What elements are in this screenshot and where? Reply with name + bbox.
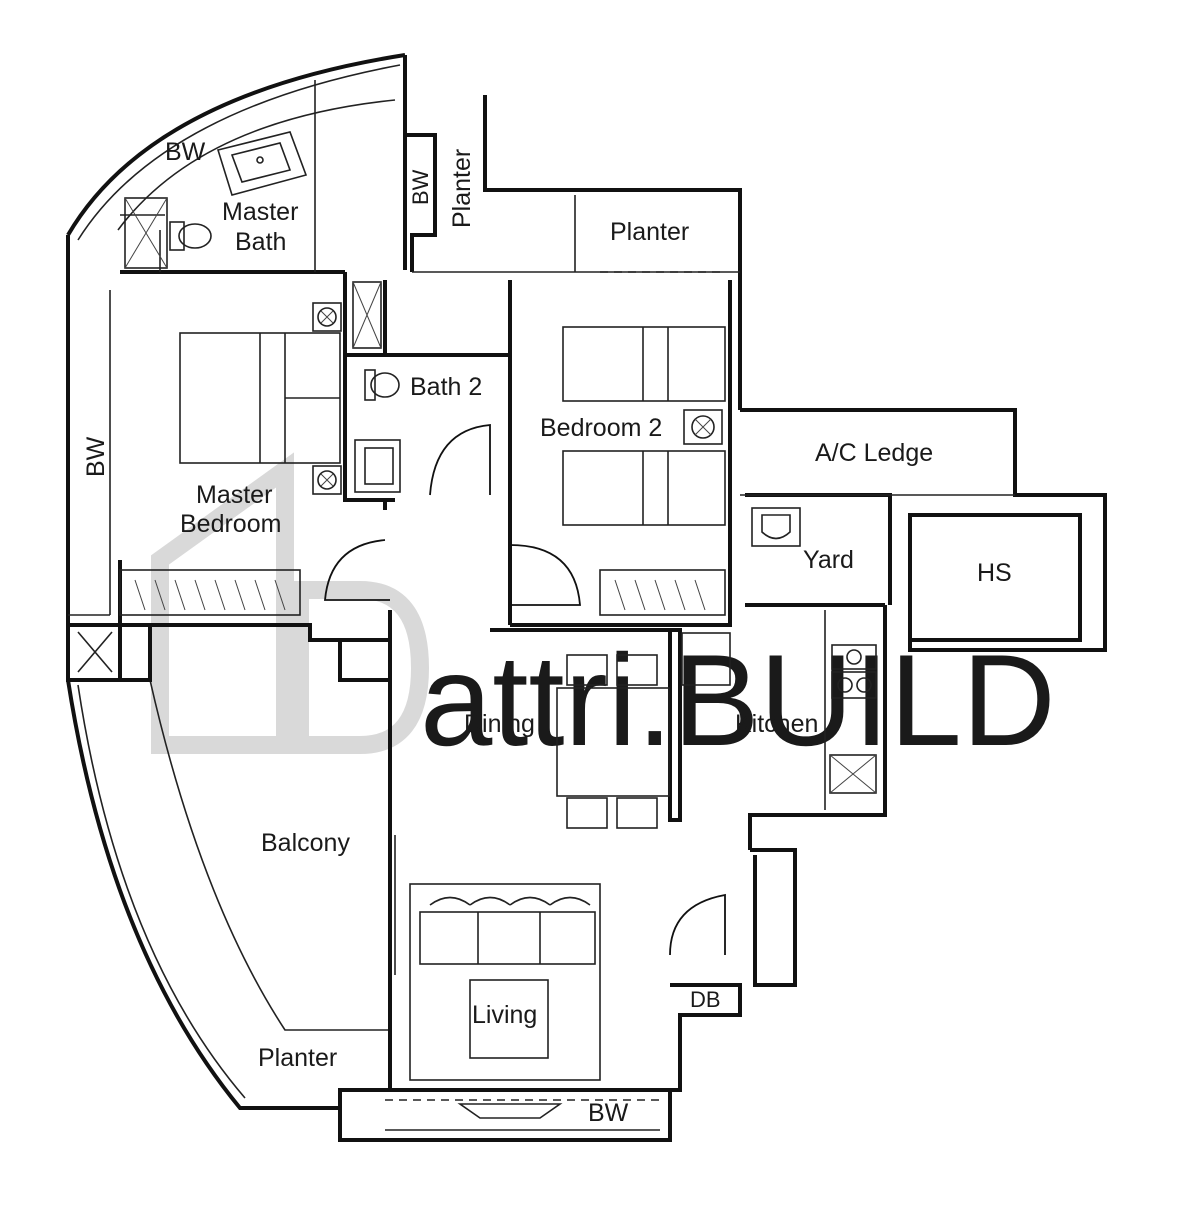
bw-label-bottom: BW (588, 1099, 629, 1127)
bedroom2-label: Bedroom 2 (540, 414, 662, 442)
coffee-table-icon (469, 979, 549, 1059)
bath2-label: Bath 2 (410, 373, 482, 401)
wardrobe-icon (599, 569, 726, 616)
bw-label-left: BW (82, 436, 110, 477)
shower-icon (124, 197, 168, 269)
bedside-lamp-icon (312, 465, 342, 495)
planter-label-bottom: Planter (258, 1044, 337, 1072)
planter-label-vertical: Planter (448, 149, 476, 228)
fridge-icon (681, 632, 731, 686)
master-bath-label-line1: Master (222, 198, 298, 226)
ac-ledge-label: A/C Ledge (815, 439, 933, 467)
furniture (119, 131, 877, 1119)
doors (324, 424, 726, 956)
watermark-b-letter-icon (291, 581, 430, 754)
wardrobe-icon (119, 569, 301, 616)
balcony-label: Balcony (261, 829, 350, 857)
bedside-lamp-icon (312, 302, 342, 332)
toilet-icon (169, 221, 212, 251)
watermark-house-logo-icon (151, 452, 294, 754)
room-labels: Master Bath BW BW Planter Planter Bath 2… (82, 138, 1012, 1127)
db-label: DB (690, 987, 721, 1012)
washing-machine-icon (751, 507, 801, 547)
bw-label-top: BW (165, 138, 206, 166)
yard-label: Yard (803, 546, 854, 574)
master-bath-label-line2: Bath (235, 228, 286, 256)
basin-icon (354, 439, 401, 493)
toilet-icon (364, 369, 400, 401)
single-bed-icon (562, 326, 726, 402)
kitchen-sink-icon (829, 754, 877, 794)
shower-icon (352, 281, 382, 349)
living-label: Living (472, 1001, 537, 1029)
sofa-icon (409, 883, 601, 1081)
tv-console-icon (457, 1103, 563, 1119)
planter-label-top: Planter (610, 218, 689, 246)
dining-label: Dining (464, 710, 535, 738)
dining-table-icon (556, 654, 670, 829)
stove-icon (831, 644, 877, 699)
kitchen-label: Kitchen (735, 710, 818, 738)
windows (120, 214, 725, 975)
sink-icon (216, 131, 308, 196)
master-bedroom-label-line1: Master (196, 481, 272, 509)
outer-walls (66, 53, 1107, 1142)
master-bedroom-label-line2: Bedroom (180, 510, 281, 538)
bw-label-vertical-small: BW (408, 169, 433, 205)
single-bed-icon (562, 450, 726, 526)
master-bed-icon (179, 332, 341, 464)
interior-walls (118, 80, 732, 1090)
bedside-lamp-icon (683, 409, 723, 445)
hs-label: HS (977, 559, 1012, 587)
